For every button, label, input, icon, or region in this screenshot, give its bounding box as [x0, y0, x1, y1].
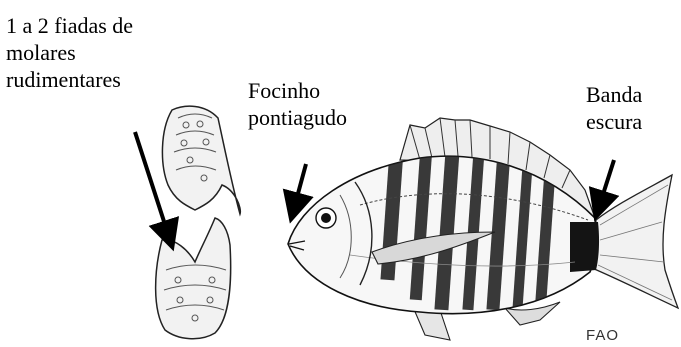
fish-drawing	[288, 118, 678, 340]
arrow-band	[598, 160, 614, 210]
arrow-snout	[293, 164, 306, 212]
dark-tail-band	[570, 222, 599, 272]
jaw-teeth-drawing	[156, 106, 241, 339]
label-dark-band: Banda escura	[586, 81, 676, 135]
label-snout: Focinho pontiagudo	[248, 77, 398, 131]
fao-credit: FAO	[586, 327, 619, 344]
label-molars: 1 a 2 fiadas de molares rudimentares	[6, 12, 206, 93]
upper-jaw	[162, 106, 240, 214]
